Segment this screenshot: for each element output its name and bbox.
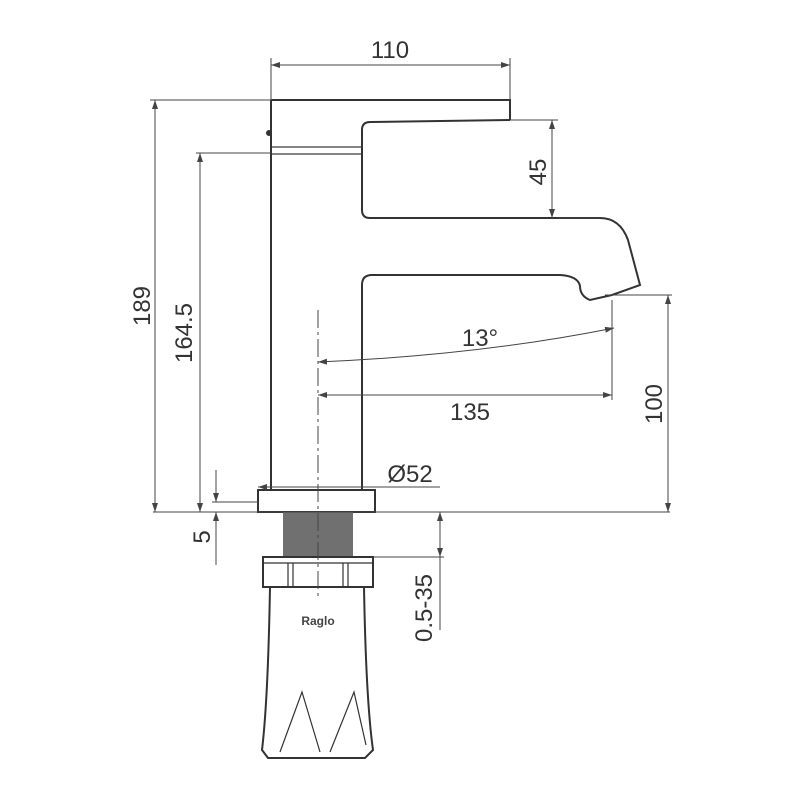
faucet-outline: Raglo (257, 99, 642, 759)
dim-45: 45 (510, 119, 600, 219)
svg-text:13°: 13° (462, 325, 498, 352)
svg-text:100: 100 (641, 384, 668, 424)
svg-text:Ø52: Ø52 (387, 461, 432, 488)
dim-164-5: 164.5 (171, 152, 271, 512)
svg-text:189: 189 (129, 286, 156, 326)
svg-text:135: 135 (450, 399, 490, 426)
aerator-band (270, 146, 363, 155)
dim-5: 5 (189, 470, 258, 565)
brand-logo: Raglo (301, 614, 334, 628)
svg-text:0.5-35: 0.5-35 (411, 574, 438, 642)
svg-text:5: 5 (189, 530, 216, 543)
dim-100: 100 (605, 294, 672, 512)
dim-110: 110 (270, 37, 511, 100)
svg-text:164.5: 164.5 (171, 303, 198, 363)
base-plate (257, 489, 376, 513)
mounting-sleeve (260, 586, 375, 759)
svg-text:45: 45 (525, 159, 552, 186)
svg-text:110: 110 (371, 37, 409, 64)
dim-189: 189 (129, 99, 271, 512)
dim-counter: 0.5-35 (373, 512, 444, 642)
dim-diameter: Ø52 (258, 461, 440, 490)
dim-angle: 13° (317, 325, 615, 365)
handle-pin-icon (266, 130, 272, 136)
